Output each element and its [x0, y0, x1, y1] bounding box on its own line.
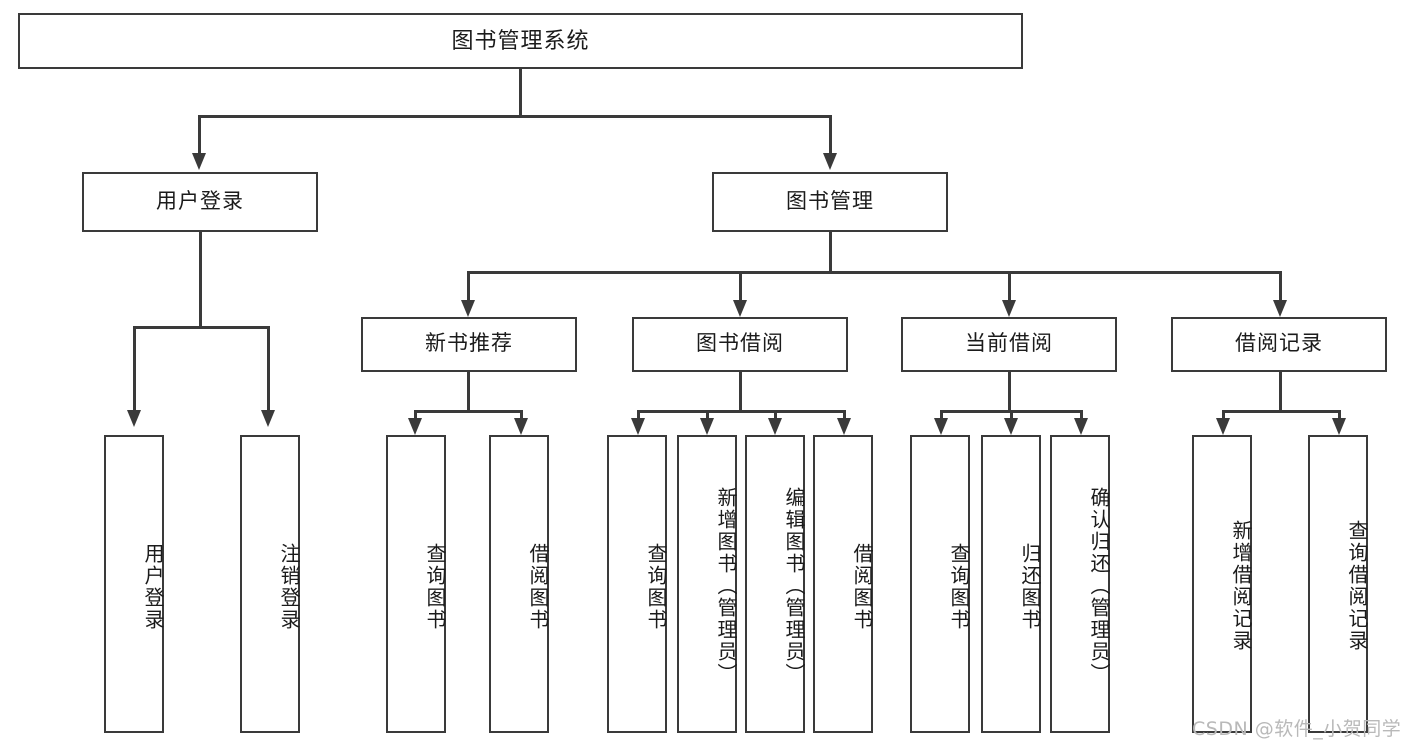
- connector-new-book-recommend-bus: [414, 410, 520, 413]
- connector-drop-book-borrow: [739, 271, 742, 304]
- connector-root-stem: [519, 69, 522, 115]
- node-leaf-user-logout[interactable]: 注销登录: [240, 435, 300, 733]
- node-book-manage[interactable]: 图书管理: [712, 172, 948, 232]
- connector-drop-leaf-user-logout: [267, 326, 270, 414]
- connector-drop-leaf-query-book-1: [414, 410, 417, 422]
- connector-drop-leaf-confirm-return: [1080, 410, 1083, 422]
- connector-user-login-stem: [199, 232, 202, 326]
- connector-drop-leaf-edit-book: [774, 410, 777, 422]
- node-book-borrow[interactable]: 图书借阅: [632, 317, 848, 372]
- connector-root-drop-user-login: [198, 115, 201, 157]
- node-leaf-borrow-book-2[interactable]: 借阅图书: [813, 435, 873, 733]
- node-root-system[interactable]: 图书管理系统: [18, 13, 1023, 69]
- node-new-book-recommend[interactable]: 新书推荐: [361, 317, 577, 372]
- node-leaf-edit-book[interactable]: 编辑图书（管理员）: [745, 435, 805, 733]
- connector-drop-leaf-query-book-2: [637, 410, 640, 422]
- node-leaf-add-book[interactable]: 新增图书（管理员）: [677, 435, 737, 733]
- arrowhead-leaf-query-book-3: [934, 418, 948, 435]
- arrowhead-borrow-record: [1273, 300, 1287, 317]
- connector-new-book-recommend-stem: [467, 372, 470, 410]
- connector-drop-borrow-record: [1279, 271, 1282, 304]
- connector-drop-leaf-return-book: [1010, 410, 1013, 422]
- arrowhead-book-borrow: [733, 300, 747, 317]
- node-leaf-confirm-return[interactable]: 确认归还（管理员）: [1050, 435, 1110, 733]
- arrowhead-current-borrow: [1002, 300, 1016, 317]
- arrowhead-leaf-confirm-return: [1074, 418, 1088, 435]
- node-leaf-return-book[interactable]: 归还图书: [981, 435, 1041, 733]
- arrowhead-leaf-borrow-book-1: [514, 418, 528, 435]
- arrowhead-leaf-user-login: [127, 410, 141, 427]
- node-leaf-user-login[interactable]: 用户登录: [104, 435, 164, 733]
- connector-drop-leaf-user-login: [133, 326, 136, 414]
- connector-book-borrow-stem: [739, 372, 742, 410]
- arrowhead-leaf-query-book-2: [631, 418, 645, 435]
- arrowhead-new-book-recommend: [461, 300, 475, 317]
- arrowhead-book-manage: [823, 153, 837, 170]
- connector-borrow-record-stem: [1279, 372, 1282, 410]
- connector-root-drop-book-manage: [829, 115, 832, 157]
- connector-drop-leaf-add-record: [1222, 410, 1225, 422]
- connector-book-borrow-bus: [637, 410, 843, 413]
- node-leaf-query-book-1[interactable]: 查询图书: [386, 435, 446, 733]
- node-leaf-query-record[interactable]: 查询借阅记录: [1308, 435, 1368, 733]
- arrowhead-leaf-return-book: [1004, 418, 1018, 435]
- connector-current-borrow-stem: [1008, 372, 1011, 410]
- arrowhead-leaf-query-record: [1332, 418, 1346, 435]
- node-current-borrow[interactable]: 当前借阅: [901, 317, 1117, 372]
- connector-root-bus: [198, 115, 831, 118]
- arrowhead-leaf-edit-book: [768, 418, 782, 435]
- arrowhead-user-login: [192, 153, 206, 170]
- connector-drop-leaf-borrow-book-2: [843, 410, 846, 422]
- connector-drop-current-borrow: [1008, 271, 1011, 304]
- connector-borrow-record-bus: [1222, 410, 1338, 413]
- connector-drop-new-book-recommend: [467, 271, 470, 304]
- node-user-login[interactable]: 用户登录: [82, 172, 318, 232]
- arrowhead-leaf-add-book: [700, 418, 714, 435]
- connector-book-manage-bus: [467, 271, 1281, 274]
- connector-book-manage-stem: [829, 232, 832, 271]
- connector-drop-leaf-query-record: [1338, 410, 1341, 422]
- node-leaf-borrow-book-1[interactable]: 借阅图书: [489, 435, 549, 733]
- arrowhead-leaf-add-record: [1216, 418, 1230, 435]
- csdn-watermark: CSDN @软件_小贺同学: [1192, 718, 1402, 740]
- connector-user-login-bus: [133, 326, 267, 329]
- node-leaf-query-book-3[interactable]: 查询图书: [910, 435, 970, 733]
- arrowhead-leaf-borrow-book-2: [837, 418, 851, 435]
- node-leaf-add-record[interactable]: 新增借阅记录: [1192, 435, 1252, 733]
- connector-drop-leaf-borrow-book-1: [520, 410, 523, 422]
- node-leaf-query-book-2[interactable]: 查询图书: [607, 435, 667, 733]
- arrowhead-leaf-query-book-1: [408, 418, 422, 435]
- arrowhead-leaf-user-logout: [261, 410, 275, 427]
- connector-drop-leaf-add-book: [706, 410, 709, 422]
- connector-drop-leaf-query-book-3: [940, 410, 943, 422]
- node-borrow-record[interactable]: 借阅记录: [1171, 317, 1387, 372]
